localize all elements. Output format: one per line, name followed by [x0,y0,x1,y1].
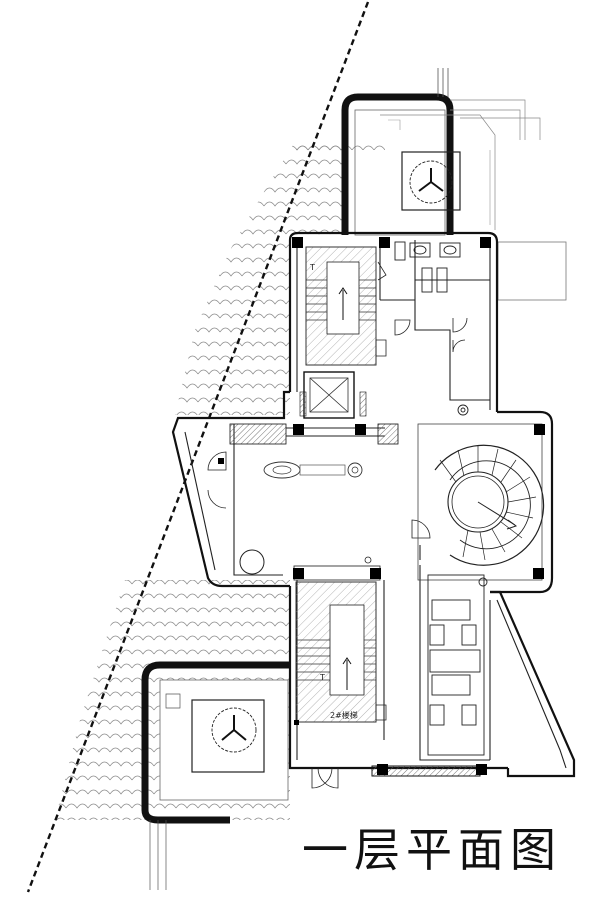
spiral-staircase [417,423,545,581]
drawing-title: 一层平面图 [302,823,562,877]
main-hall [229,423,399,575]
upper-courtyard [341,68,541,236]
stair-lower-label: T [319,673,325,682]
entry-markers [364,261,387,721]
water-area-upper [175,140,385,415]
ornamental-pool [263,461,301,479]
tree-symbol-icon-lower [211,707,257,753]
elevator [299,371,367,419]
round-table [239,549,265,575]
stair-lower-tag: 2#楼梯 [330,710,358,720]
stair-upper-label: T [309,263,315,272]
bottom-wall-band [371,765,481,777]
lounge-furniture [427,574,488,756]
lower-courtyard [141,661,290,890]
exterior-terrace [497,241,567,301]
tree-symbol-icon-upper [409,160,453,204]
boundary-dashed-line [26,1,370,893]
structural-columns [218,237,545,775]
interior-walls [184,240,567,769]
lower-stair: T 2#楼梯 [293,565,381,723]
building-outline [171,231,576,778]
door-swings [207,317,468,789]
washroom-fixtures [394,241,469,416]
upper-stair: T [305,246,377,366]
